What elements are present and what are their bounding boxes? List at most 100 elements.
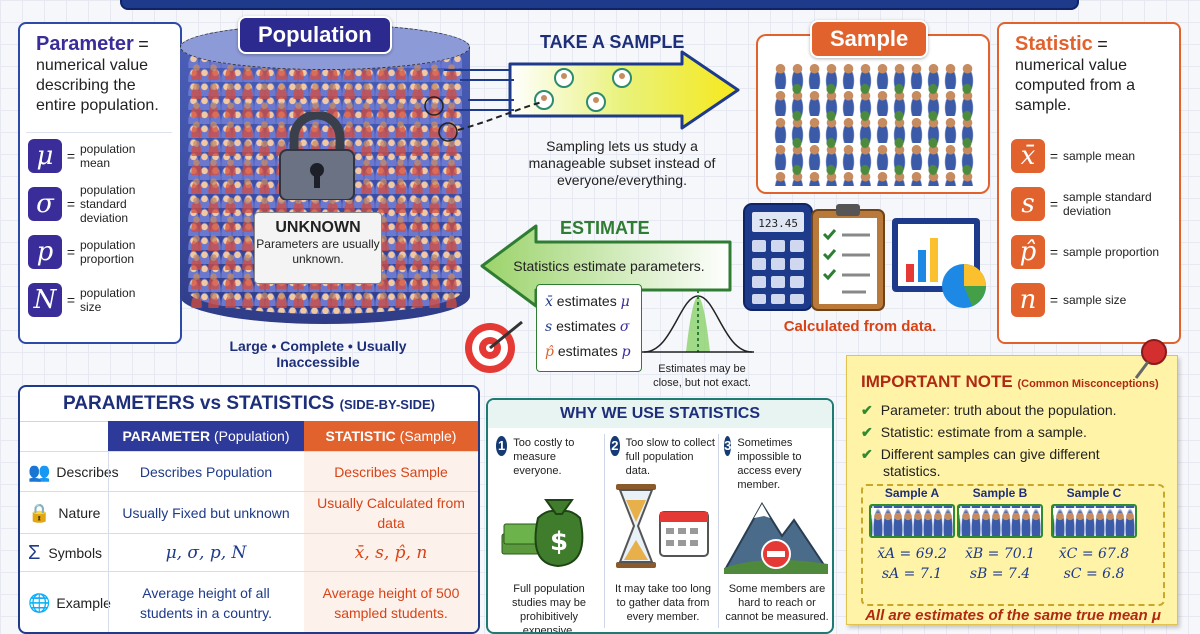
mu-term: μ	[620, 294, 630, 310]
table-row: 🌐Example Average height of all students …	[20, 571, 478, 632]
estimates-box: x̄ estimates μ s estimates σ p̂ estimate…	[536, 284, 642, 372]
why-heading: Too slow to collect full population data…	[625, 437, 715, 477]
stat-symbol-label: sample proportion	[1063, 245, 1160, 259]
check-icon: ✔	[861, 402, 873, 418]
why-heading: Sometimes impossible to access every mem…	[737, 437, 802, 491]
estimates-word: estimates	[556, 318, 616, 334]
param-symbol-label: population proportion	[80, 238, 136, 266]
p-term: p	[621, 344, 631, 360]
pushpin-icon	[1134, 339, 1167, 379]
param-cell: Describes Population	[139, 464, 273, 480]
check-text: Statistic: estimate from a sample.	[880, 424, 1087, 440]
sample-name: Sample B	[972, 486, 1028, 500]
stat-symbol-row: n = sample size	[1011, 280, 1163, 320]
param-symbol-row: σ = population standard deviation	[28, 183, 168, 225]
important-note: IMPORTANT NOTE (Common Misconceptions) ✔…	[846, 355, 1178, 625]
why-title: WHY WE USE STATISTICS	[488, 400, 832, 428]
row-label-text: Nature	[58, 505, 101, 521]
s-symbol: s	[1011, 187, 1045, 221]
stat-cell: Usually Calculated from data	[304, 492, 478, 534]
sample-mean: x̄B = 70.1	[965, 546, 1035, 562]
parameter-card: Parameter = numerical value describing t…	[18, 22, 182, 344]
calculator-display: 123.45	[758, 217, 798, 230]
lock-small-icon: 🔒	[28, 503, 51, 523]
param-column-header: PARAMETER (Population)	[108, 421, 304, 451]
stat-cell: Describes Sample	[304, 452, 478, 492]
take-sample-label: TAKE A SAMPLE	[540, 32, 685, 52]
param-symbol-label: population standard deviation	[80, 183, 136, 225]
mu-symbol: μ	[28, 139, 62, 173]
param-cell: Average height of all students in a coun…	[139, 584, 273, 621]
sigma-term: σ	[619, 319, 630, 335]
unknown-text: Parameters are usually unknown.	[256, 237, 380, 266]
people-icon: 👥	[28, 462, 51, 482]
estimate-label: ESTIMATE	[560, 218, 650, 238]
stat-symbol-label: sample size	[1063, 293, 1127, 307]
param-header-text: PARAMETER	[122, 428, 211, 444]
param-cell: Usually Fixed but unknown	[122, 505, 290, 521]
param-cell: μ, σ, p, N	[165, 543, 247, 563]
sample-sd: sA = 7.1	[881, 566, 943, 582]
estimates-word: estimates	[556, 293, 617, 309]
row-label: 🔒 Nature	[28, 492, 108, 534]
table-row: 🔒 Nature Usually Fixed but unknown Usuall…	[20, 491, 478, 534]
sigma-symbol: σ	[28, 187, 62, 221]
check-icon: ✔	[861, 424, 873, 440]
sample-name: Sample A	[884, 486, 940, 500]
n-symbol: N	[28, 283, 62, 317]
note-title-sub: (Common Misconceptions)	[1017, 378, 1159, 390]
param-header-sub: (Population)	[214, 428, 290, 444]
unknown-label: UNKNOWN Parameters are usually unknown.	[254, 212, 382, 284]
note-title: IMPORTANT NOTE (Common Misconceptions)	[861, 372, 1159, 392]
step-number: 1	[496, 436, 508, 456]
take-sample-caption: Sampling lets us study a manageable subs…	[528, 138, 716, 188]
comparison-title: PARAMETERS vs STATISTICS (SIDE-BY-SIDE)	[20, 387, 478, 422]
why-footer: Full population studies may be prohibiti…	[512, 583, 586, 634]
sigma-sum-icon: Σ	[28, 542, 41, 564]
stat-symbol-row: x̄ = sample mean	[1011, 136, 1163, 176]
lock-icon	[279, 112, 355, 200]
globe-icon: 🌐	[28, 592, 51, 613]
phat-symbol: p̂	[1011, 235, 1045, 269]
parameter-definition-text: numerical value describing the entire po…	[36, 57, 159, 114]
equals-sign: =	[66, 244, 76, 260]
population-title: Population	[238, 16, 392, 54]
sample-people-icon	[869, 504, 955, 538]
parameter-term: Parameter	[36, 33, 134, 55]
comparison-title-text: PARAMETERS vs STATISTICS	[63, 393, 335, 414]
estimate-caption: Statistics estimate parameters.	[513, 258, 705, 274]
stat-column-header: STATISTIC (Sample)	[304, 421, 478, 451]
sample-b: Sample B x̄B = 70.1 sB = 7.4	[952, 486, 1048, 584]
equals-sign: =	[1049, 148, 1059, 164]
equals-sign: =	[66, 148, 76, 164]
why-footer: It may take too long to gather data from…	[615, 583, 711, 623]
stat-symbol-row: p̂ = sample proportion	[1011, 232, 1163, 272]
sample-title: Sample	[810, 20, 929, 58]
stat-symbol-row: s = sample standard deviation	[1011, 184, 1167, 224]
s-term: s	[545, 319, 553, 335]
sample-name: Sample C	[1066, 486, 1122, 500]
param-symbol-label: population size	[80, 286, 136, 314]
p-symbol: p	[28, 235, 62, 269]
sample-sd: sB = 7.4	[969, 566, 1031, 582]
equals-sign: =	[1049, 244, 1059, 260]
comparison-table: PARAMETERS vs STATISTICS (SIDE-BY-SIDE) …	[18, 385, 480, 634]
calculator-icon: 123.45	[743, 203, 813, 311]
sample-mean: x̄C = 67.8	[1058, 546, 1130, 562]
row-label: 🌐Example	[28, 572, 111, 632]
stat-header-text: STATISTIC	[325, 428, 396, 444]
check-text: Parameter: truth about the population.	[880, 402, 1117, 418]
sample-people-icon	[1051, 504, 1137, 538]
stat-cell: Average height of 500 sampled students.	[304, 572, 478, 632]
statistic-definition: Statistic = numerical value computed fro…	[999, 24, 1179, 122]
curve-note: Estimates may be close, but not exact.	[653, 363, 751, 389]
statistic-card: Statistic = numerical value computed fro…	[997, 22, 1181, 344]
calculated-caption: Calculated from data.	[783, 318, 937, 335]
sample-sd: sC = 6.8	[1063, 566, 1125, 582]
mountain-blocked-icon	[724, 502, 828, 574]
stat-symbol-label: sample mean	[1063, 149, 1136, 163]
